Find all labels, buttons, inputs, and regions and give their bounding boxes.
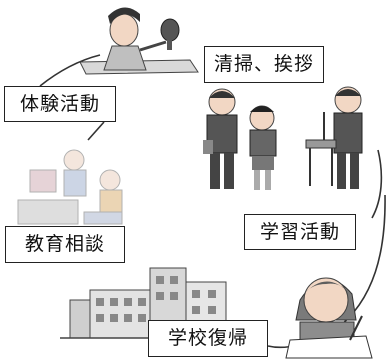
- school-building-illustration: [60, 267, 240, 339]
- consultation-illustration: [17, 149, 123, 225]
- connector-experience-to-consultation: [87, 121, 105, 141]
- connector-experience-to-pingpong: [39, 54, 101, 87]
- table-tennis-illustration: [79, 7, 199, 75]
- label-return-to-school: 学校復帰: [148, 320, 268, 357]
- label-educational-consultation: 教育相談: [5, 226, 125, 263]
- studying-student-illustration: [285, 277, 373, 359]
- label-cleaning-greeting: 清掃、挨拶: [204, 46, 324, 83]
- greeting-students-illustration: [203, 86, 363, 190]
- label-study-activity: 学習活動: [244, 214, 356, 250]
- label-experience-activity: 体験活動: [4, 86, 116, 122]
- connector-cleaning-to-study: [371, 149, 383, 219]
